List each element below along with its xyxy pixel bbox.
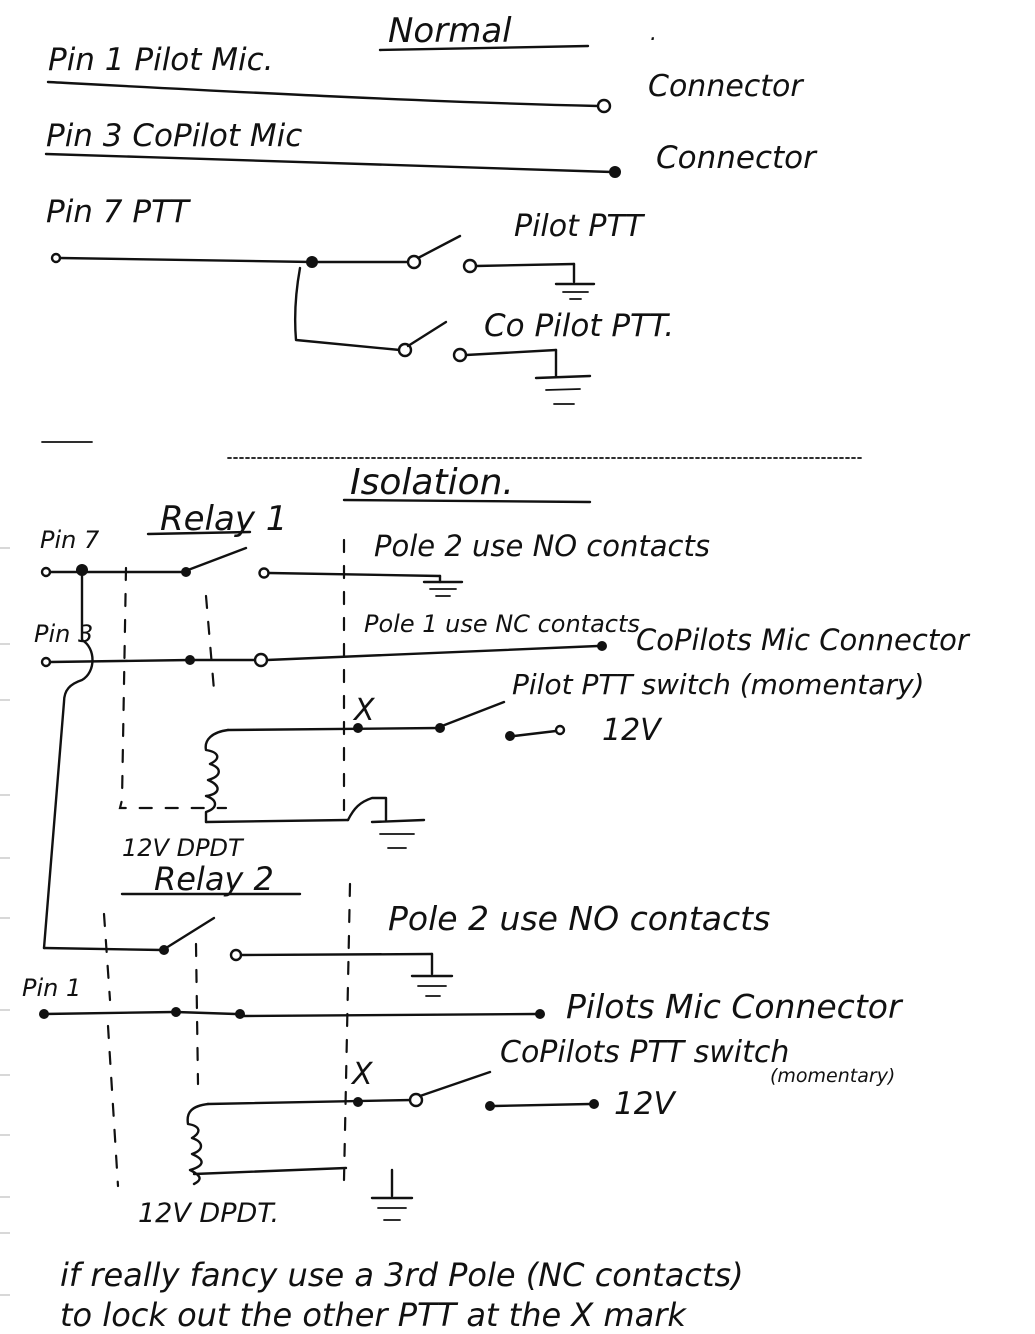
relay2-12v-terminal xyxy=(589,1099,599,1109)
relay1-ptt-switch-lever xyxy=(440,700,506,728)
relay1-pole1-note: Pole 1 use NC contacts xyxy=(364,610,640,638)
pilot-ptt-switch-lever xyxy=(416,234,462,260)
notebook-margin-marks xyxy=(0,547,10,1296)
pin1-pilot-mic-label: Pin 1 Pilot Mic. xyxy=(48,42,274,78)
relay2-pin1-label: Pin 1 xyxy=(22,974,81,1002)
relay2-ptt-switch-note: (momentary) xyxy=(770,1065,895,1087)
pin3-wire xyxy=(44,152,614,174)
relay1-pole2-no-contact xyxy=(258,567,270,579)
copilot-mic-connector-terminal xyxy=(597,641,607,651)
relay1-pin3-label: Pin 3 xyxy=(34,620,93,648)
relay1-pin7-label: Pin 7 xyxy=(40,526,100,554)
relay2-pole1-lever xyxy=(174,1010,238,1016)
relay1-coil-return-wire xyxy=(204,818,350,824)
relay1-pole1-wire xyxy=(48,658,192,664)
relay1-mechanical-link xyxy=(204,594,216,692)
pin3-connector-terminal xyxy=(609,166,621,178)
relay2-housing-right-edge xyxy=(342,882,352,1182)
relay1-pole2-ground-icon xyxy=(422,580,464,597)
normal-heading-underline xyxy=(378,44,590,52)
pin1-connector-terminal xyxy=(596,98,612,114)
relay1-12v-label: 12V xyxy=(602,713,663,748)
relay2-ptt-switch-contact-a xyxy=(408,1092,424,1108)
copilot-ptt-branch-wire xyxy=(294,266,402,352)
relay2-x-junction xyxy=(353,1097,363,1107)
relay1-ptt-switch-label: Pilot PTT switch (momentary) xyxy=(512,668,924,701)
pilot-ptt-label: Pilot PTT xyxy=(514,209,646,244)
relay2-mic-connector-label: Pilots Mic Connector xyxy=(566,987,904,1026)
pilot-ptt-switch-contact-b xyxy=(462,258,478,274)
relay1-coil-feed-wire xyxy=(226,726,442,732)
svg-text:.: . xyxy=(650,21,657,46)
relay1-pole1-nc-contact xyxy=(253,652,269,668)
relay1-title-underline xyxy=(146,530,252,536)
pin1-wire xyxy=(46,80,600,108)
pin7-wire xyxy=(58,256,314,264)
relay1-coil-ground-icon xyxy=(370,818,426,849)
pilot-ptt-ground-icon xyxy=(554,282,596,300)
pin3-connector-label: Connector xyxy=(656,140,818,176)
relay2-mechanical-link xyxy=(194,942,200,1086)
relay2-ptt-switch-label: CoPilots PTT switch xyxy=(500,1035,789,1070)
relay2-12v-label: 12V xyxy=(614,1086,677,1122)
copilot-ptt-ground-icon xyxy=(534,374,592,405)
footer-note-line1: if really fancy use a 3rd Pole (NC conta… xyxy=(60,1256,744,1294)
relay2-type-label: 12V DPDT. xyxy=(138,1198,279,1229)
relay1-type-label: 12V DPDT xyxy=(122,834,245,862)
relay2-title: Relay 2 xyxy=(154,860,274,898)
pilot-ptt-switch-contact-a xyxy=(406,254,422,270)
relay2-pole2-note: Pole 2 use NO contacts xyxy=(388,899,770,938)
copilot-ptt-switch-lever xyxy=(406,320,448,348)
copilot-ptt-label: Co Pilot PTT. xyxy=(484,308,674,344)
relay1-ptt-switch-contact-b xyxy=(505,731,515,741)
relay2-ptt-switch-lever xyxy=(418,1070,492,1098)
relay2-coil-icon xyxy=(186,1102,210,1186)
relay1-pole2-note: Pole 2 use NO contacts xyxy=(374,529,710,563)
relay1-x-junction xyxy=(353,723,363,733)
relay2-pole1-wire xyxy=(42,1010,176,1016)
relay2-pole2-wire xyxy=(42,946,164,952)
relay1-pin7-junction xyxy=(76,564,88,576)
copilot-ptt-switch-contact-b xyxy=(452,347,468,363)
relay1-mic-connector-label: CoPilots Mic Connector xyxy=(636,623,971,657)
pilot-mic-connector-terminal xyxy=(535,1009,545,1019)
relay1-housing-outline xyxy=(118,566,228,810)
relay2-ptt-switch-contact-b xyxy=(485,1101,495,1111)
relay1-12v-terminal xyxy=(554,724,566,736)
relay2-housing-left-edge xyxy=(102,912,120,1188)
relay2-coil-feed-wire xyxy=(206,1098,414,1106)
pin7-ptt-label: Pin 7 PTT xyxy=(46,194,191,230)
relay1-coil-icon xyxy=(204,728,230,824)
relay1-x-mark: X xyxy=(352,693,376,728)
relay1-pole2-lever xyxy=(186,546,248,572)
isolation-heading: Isolation. xyxy=(350,462,514,503)
relay2-coil-return-wire xyxy=(192,1166,348,1176)
relay2-pole2-no-contact xyxy=(229,948,243,962)
normal-heading: Normal xyxy=(388,11,512,51)
isolation-heading-underline xyxy=(342,498,592,504)
footer-note-line2: to lock out the other PTT at the X mark xyxy=(60,1296,687,1334)
relay2-pole1-nc-contact xyxy=(235,1009,245,1019)
relay1-to-relay2-pin7-feed xyxy=(42,574,94,950)
pin1-connector-label: Connector xyxy=(648,69,804,104)
relay2-x-mark: X xyxy=(350,1057,374,1092)
relay2-coil-ground-icon xyxy=(370,1196,414,1221)
relay2-pole2-ground-icon xyxy=(410,974,454,997)
relay2-pole2-lever xyxy=(164,916,216,950)
pin3-copilot-mic-label: Pin 3 CoPilot Mic xyxy=(46,118,302,154)
